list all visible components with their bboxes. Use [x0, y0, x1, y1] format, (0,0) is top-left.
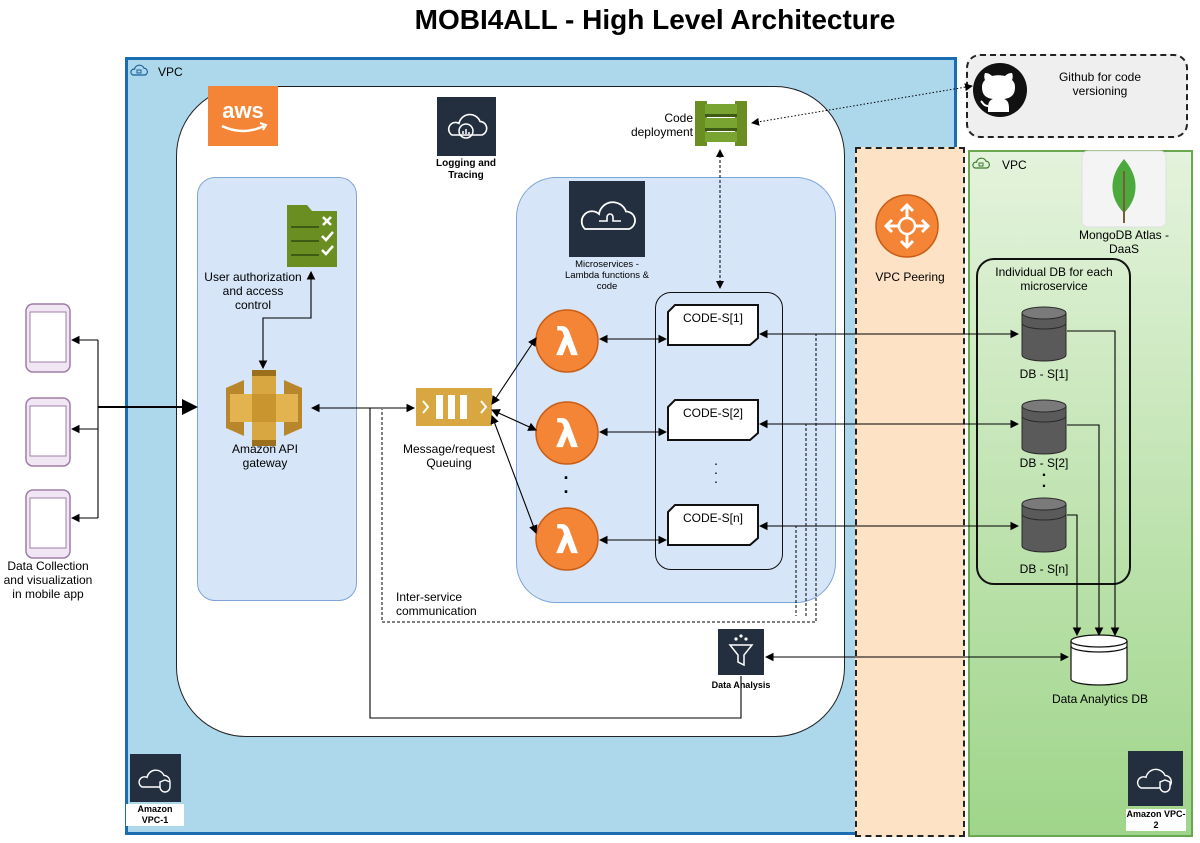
db-label: DB - S[2]	[1019, 456, 1069, 470]
svg-text:aws: aws	[222, 98, 264, 123]
lambda-dots: . .	[563, 463, 569, 497]
db-group-label: Individual DB for each microservice	[995, 265, 1113, 293]
database-icon	[1021, 306, 1067, 362]
logging-tracing-icon	[437, 97, 496, 156]
mobile-phone-icon	[25, 397, 71, 467]
svg-text:λ: λ	[555, 412, 579, 456]
code-deploy-icon	[695, 101, 747, 146]
logging-label: Logging and Tracing	[436, 158, 496, 181]
code-box-label: CODE-S[n]	[682, 511, 743, 525]
vpc-1-badge-icon	[130, 754, 181, 802]
svg-text:λ: λ	[555, 320, 579, 364]
api-gateway-label: Amazon API gateway	[231, 442, 299, 470]
code-deploy-label: Code deployment	[630, 111, 693, 139]
database-icon	[1021, 497, 1067, 553]
code-box-label: CODE-S[2]	[682, 406, 743, 420]
microservices-icon	[569, 181, 645, 257]
inter-service-label: Inter-service communication	[396, 590, 477, 618]
mongodb-label: MongoDB Atlas - DaaS	[1078, 228, 1170, 256]
github-label: Github for code versioning	[1058, 70, 1142, 98]
code-dots: . . .	[714, 452, 718, 486]
vpc-2-label: VPC	[1002, 158, 1027, 172]
db-label: DB - S[n]	[1019, 562, 1069, 576]
db-dots: . .	[1041, 463, 1047, 491]
vpc-1-badge: Amazon VPC-1	[126, 804, 184, 826]
diagram-title: MOBI4ALL - High Level Architecture	[414, 4, 896, 35]
vpc-cloud-icon	[130, 64, 148, 76]
vpc-2-badge: Amazon VPC-2	[1126, 809, 1186, 831]
vpc-2-container	[968, 150, 1193, 837]
queue-label: Message/request Queuing	[402, 442, 496, 470]
mongodb-icon	[1081, 150, 1167, 228]
svg-text:λ: λ	[555, 518, 579, 562]
lambda-icon: λ	[535, 401, 599, 465]
api-gateway-icon	[226, 370, 302, 446]
github-icon	[973, 63, 1027, 117]
microservices-label: Microservices - Lambda functions & code	[565, 259, 649, 292]
vpc-2-badge-icon	[1128, 751, 1183, 806]
analytics-db-label: Data Analytics DB	[1051, 692, 1149, 706]
code-box: CODE-S[1]	[667, 304, 759, 346]
vpc-peering-zone	[855, 147, 965, 837]
vpc-2-cloud-icon	[972, 157, 990, 169]
data-analysis-icon	[718, 629, 764, 675]
code-box: CODE-S[n]	[667, 504, 759, 546]
queue-icon	[416, 388, 492, 426]
analytics-database-icon	[1070, 634, 1128, 686]
code-box: CODE-S[2]	[667, 399, 759, 441]
vpc-peering-label: VPC Peering	[875, 270, 945, 284]
code-box-label: CODE-S[1]	[682, 311, 743, 325]
aws-logo-icon: aws	[208, 86, 278, 146]
access-control-icon	[287, 205, 337, 267]
vpc-1-label: VPC	[158, 65, 183, 79]
vpc-peering-icon	[875, 194, 939, 258]
lambda-icon: λ	[535, 507, 599, 571]
mobile-phone-icon	[25, 303, 71, 373]
mobile-label: Data Collection and visualization in mob…	[3, 559, 93, 601]
database-icon	[1021, 399, 1067, 455]
mobile-phone-icon	[25, 489, 71, 559]
db-label: DB - S[1]	[1019, 367, 1069, 381]
